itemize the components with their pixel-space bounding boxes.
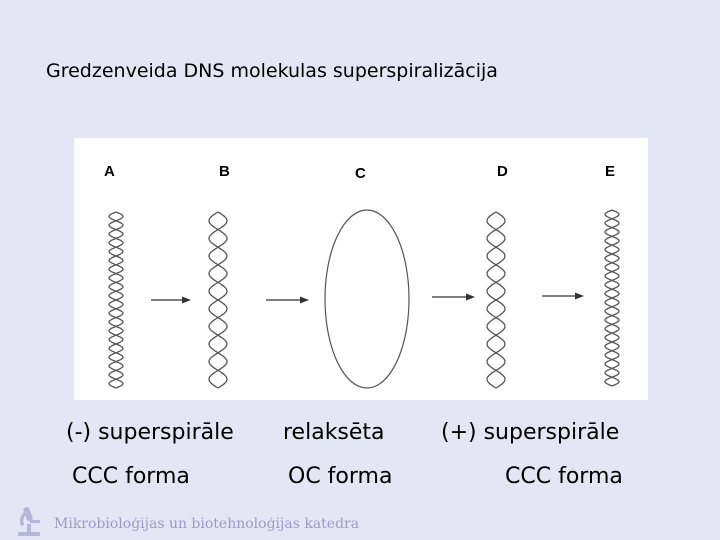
- label-a: A: [104, 163, 115, 180]
- caption-ccc-form-left: CCC forma: [72, 464, 190, 489]
- slide-title: Gredzenveida DNS molekulas superspiraliz…: [46, 60, 498, 82]
- supercoiling-diagram: A B C D E: [104, 163, 620, 389]
- helix-strand: [208, 211, 228, 389]
- microscope-icon: [18, 506, 40, 536]
- caption-oc-form: OC forma: [288, 464, 393, 489]
- caption-negative-supercoil: (-) superspirāle: [66, 420, 234, 445]
- supercoiling-figure: A B C D E: [74, 138, 648, 400]
- helix-b-partial-supercoil: [208, 211, 228, 389]
- helix-strand: [604, 209, 620, 387]
- caption-ccc-form-right: CCC forma: [505, 464, 623, 489]
- helix-a-negative-supercoil: [108, 211, 124, 389]
- department-name: Mikrobioloģijas un biotehnoloģijas kated…: [54, 516, 360, 532]
- label-d: D: [497, 163, 508, 180]
- caption-relaxed: relaksēta: [283, 420, 385, 445]
- helix-strand: [108, 211, 124, 389]
- footer: Mikrobioloģijas un biotehnoloģijas kated…: [0, 500, 720, 540]
- label-c: C: [355, 165, 366, 182]
- arrow-a-to-b: [151, 296, 191, 304]
- label-e: E: [605, 163, 615, 180]
- helix-e-positive-supercoil: [604, 209, 620, 387]
- arrow-d-to-e: [542, 292, 584, 300]
- arrow-c-to-d: [432, 293, 475, 301]
- helix-d-partial-supercoil: [486, 211, 506, 389]
- helix-strand: [486, 211, 506, 389]
- caption-positive-supercoil: (+) superspirāle: [441, 420, 620, 445]
- label-b: B: [219, 163, 230, 180]
- relaxed-circle-c: [324, 209, 410, 389]
- arrow-b-to-c: [266, 296, 309, 304]
